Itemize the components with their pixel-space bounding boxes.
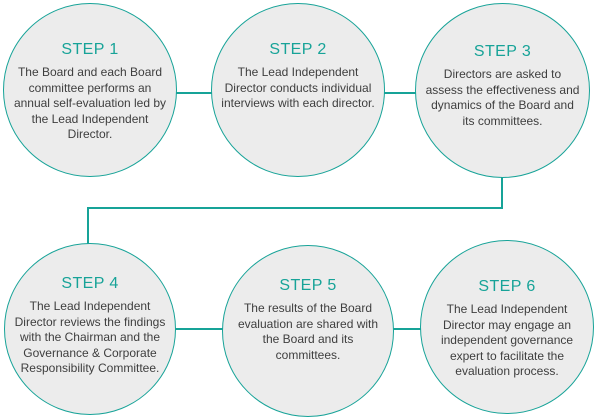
step-6-label: STEP 6 [478, 278, 536, 295]
step-4-text: The Lead Independent Director reviews th… [14, 299, 166, 375]
step-4-circle: STEP 4 The Lead Independent Director rev… [4, 243, 176, 415]
connector-step3-down [501, 177, 503, 209]
step-5-label: STEP 5 [279, 277, 337, 294]
step-2-circle: STEP 2 The Lead Independent Director con… [211, 3, 385, 177]
connector-step1-step2 [176, 92, 212, 94]
step-4-label: STEP 4 [61, 275, 119, 292]
connector-step5-step6 [393, 328, 421, 330]
step-5-circle: STEP 5 The results of the Board evaluati… [222, 245, 394, 417]
step-3-circle: STEP 3 Directors are asked to assess the… [415, 3, 590, 178]
connector-step2-step3 [384, 92, 416, 94]
step-1-circle: STEP 1 The Board and each Board committe… [3, 3, 177, 177]
step-3-text: Directors are asked to assess the effect… [425, 67, 580, 128]
step-1-text: The Board and each Board committee perfo… [13, 65, 167, 141]
connector-step4-step5 [175, 328, 223, 330]
step-1-label: STEP 1 [61, 41, 119, 58]
connector-step4-down [87, 207, 89, 245]
step-5-text: The results of the Board evaluation are … [237, 301, 379, 362]
step-2-text: The Lead Independent Director conducts i… [221, 65, 375, 110]
step-6-circle: STEP 6 The Lead Independent Director may… [420, 240, 594, 414]
step-2-label: STEP 2 [269, 41, 327, 58]
connector-row-bridge [87, 207, 503, 209]
step-6-text: The Lead Independent Director may engage… [440, 302, 574, 378]
step-3-label: STEP 3 [473, 43, 532, 60]
